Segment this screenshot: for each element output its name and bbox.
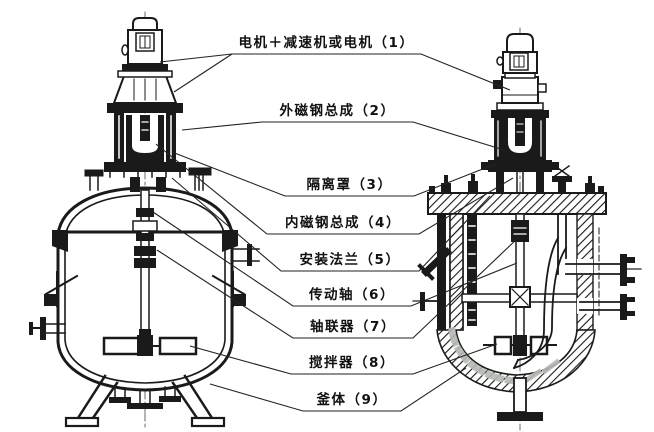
gearbox-housing (112, 64, 178, 104)
callout-label-kettle-body: 釜体（9） (316, 392, 388, 408)
level-gauge-bar (467, 214, 477, 326)
callout-line-5 (171, 177, 491, 272)
watermark-marks (448, 327, 561, 385)
callout-label-mounting-flange: 安装法兰（5） (299, 252, 401, 268)
side-nozzle-right-lower (577, 294, 635, 320)
callout-line-8 (189, 343, 498, 375)
side-nozzle-left (29, 317, 66, 340)
paddle-hub-upper (139, 329, 151, 339)
callout-line-2 (181, 121, 505, 151)
vessel-legs (64, 374, 226, 428)
paddle-agitator (102, 335, 198, 356)
vessel-shell-inner (64, 194, 226, 384)
shaft-coupling (134, 246, 156, 268)
cross-paddle (461, 286, 578, 308)
callout-leader-lines (149, 53, 520, 412)
motor-terminal-box (135, 32, 155, 52)
callout-label-coupling: 轴联器（7） (310, 319, 396, 335)
callout-label-agitator: 搅拌器（8） (309, 355, 395, 371)
motor (496, 33, 538, 79)
bottom-small-nozzles (109, 386, 181, 403)
seam-lug-right (222, 230, 238, 252)
callout-line-9 (209, 367, 467, 412)
left-vessel-elevation (29, 11, 260, 429)
bottom-dish (436, 213, 596, 393)
bottom-outlet-nozzle (497, 377, 543, 421)
shaft-bearing-stack (132, 208, 158, 241)
support-bracket-left (44, 271, 79, 307)
motor-terminal-box (509, 52, 529, 71)
motor (121, 17, 163, 65)
drive-mounting-flange (104, 162, 186, 172)
drive-assembly (481, 102, 559, 194)
drive-mounting-flange (488, 160, 552, 172)
callout-label-outer-magnet: 外磁钢总成（2） (279, 103, 396, 119)
plate-valve-fitting (552, 164, 572, 193)
callout-line-1 (159, 53, 511, 91)
callout-line-3 (171, 151, 499, 197)
callout-line-6 (149, 209, 518, 307)
bottom-outlet-nozzle (127, 389, 163, 409)
drive-stand (104, 103, 186, 192)
shoulder-nozzle-left (84, 169, 104, 191)
callout-line-4 (155, 143, 514, 235)
support-bracket-right (211, 271, 246, 307)
side-nozzle-left-small (412, 292, 439, 311)
callout-label-isolation-shroud: 隔离罩（3） (306, 177, 393, 193)
callout-line-7 (156, 236, 520, 339)
bottom-agitator (483, 335, 557, 356)
shaft-coupling (511, 220, 529, 242)
reducer-housing (493, 76, 547, 104)
side-nozzle-right (231, 244, 260, 266)
side-nozzle-right-upper (565, 254, 642, 286)
dip-tube (512, 213, 568, 370)
callout-label-motor-reducer: 电机＋减速机或电机（1） (238, 35, 415, 51)
vessel-top-plate (427, 192, 607, 215)
wall-left-liner (437, 214, 446, 330)
callout-line-1b (173, 53, 233, 93)
seam-lug-left (52, 230, 68, 252)
right-vessel-section (412, 27, 642, 431)
callout-label-drive-shaft: 传动轴（6） (309, 287, 395, 303)
callout-label-inner-magnet: 内磁钢总成（4） (285, 215, 401, 231)
